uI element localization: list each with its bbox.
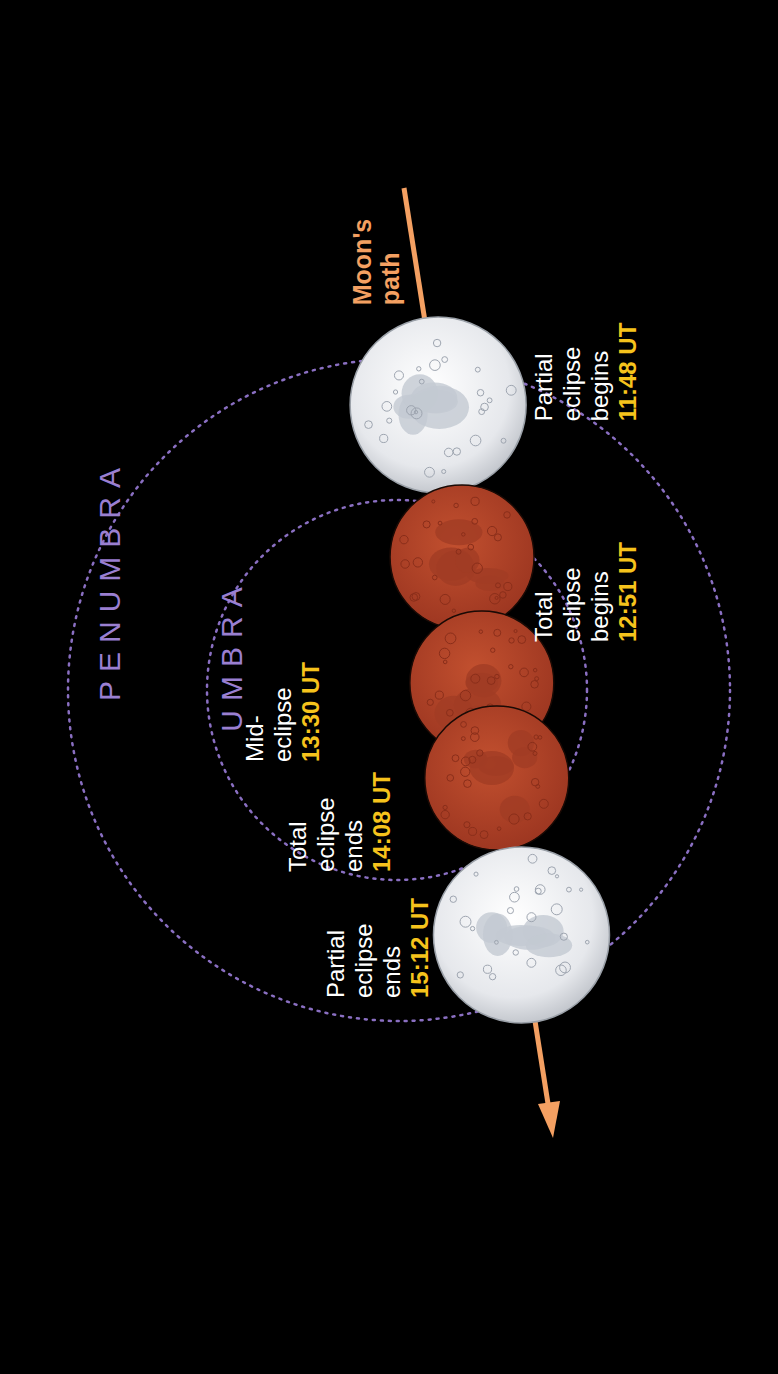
time-label: 11:48 UT bbox=[614, 323, 642, 422]
path-label: Moon's path bbox=[348, 219, 404, 306]
event-label: Total eclipse ends bbox=[284, 797, 368, 872]
time-label: 12:51 UT bbox=[614, 542, 642, 642]
label-group: Moon's path bbox=[348, 219, 404, 306]
event-label: Mid-eclipse bbox=[241, 687, 297, 762]
label-group: UMBRA bbox=[215, 578, 249, 731]
time-label: 15:12 UT bbox=[406, 898, 434, 998]
event-label: Partial eclipse ends bbox=[322, 923, 406, 998]
eclipsed-moon bbox=[390, 485, 534, 629]
moon-path-arrowhead bbox=[538, 1101, 560, 1138]
moons bbox=[350, 317, 609, 1023]
label-group: PENUMBRA bbox=[93, 459, 127, 701]
region-label: UMBRA bbox=[215, 578, 249, 731]
label-group: Total eclipse ends14:08 UT bbox=[284, 772, 396, 872]
full-moon bbox=[350, 317, 526, 493]
region-label: PENUMBRA bbox=[93, 459, 127, 701]
event-label: Total eclipse begins bbox=[530, 567, 614, 642]
full-moon bbox=[433, 847, 609, 1023]
label-group: Partial eclipse begins11:48 UT bbox=[530, 323, 642, 422]
label-group: Total eclipse begins12:51 UT bbox=[530, 542, 642, 642]
label-group: Mid-eclipse13:30 UT bbox=[241, 662, 325, 762]
event-label: Partial eclipse begins bbox=[530, 347, 614, 422]
label-group: Partial eclipse ends15:12 UT bbox=[322, 898, 434, 998]
eclipsed-moon bbox=[425, 706, 569, 850]
time-label: 13:30 UT bbox=[297, 662, 325, 762]
time-label: 14:08 UT bbox=[368, 772, 396, 872]
